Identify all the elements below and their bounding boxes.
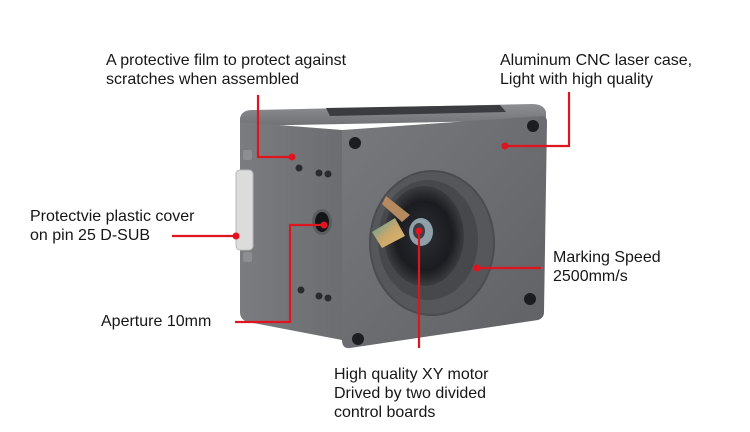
callout-aluminum-case: Aluminum CNC laser case, Light with high… bbox=[500, 51, 692, 89]
leader-aperture bbox=[235, 223, 324, 324]
callout-line: on pin 25 D-SUB bbox=[30, 227, 151, 244]
callout-aperture: Aperture 10mm bbox=[101, 312, 211, 331]
leader-case bbox=[505, 92, 571, 148]
callout-line: 2500mm/s bbox=[553, 268, 628, 285]
leader-lines bbox=[172, 92, 571, 348]
callout-line: control boards bbox=[334, 404, 436, 421]
callout-line: Marking Speed bbox=[553, 249, 661, 266]
leader-film bbox=[256, 95, 292, 159]
callout-plastic-cover: Protectvie plastic cover on pin 25 D-SUB bbox=[30, 207, 195, 245]
dot-aperture bbox=[320, 221, 328, 229]
dot-film bbox=[288, 153, 296, 161]
callout-protective-film: A protective film to protect against scr… bbox=[106, 51, 346, 89]
callout-line: Aperture 10mm bbox=[101, 313, 212, 330]
dot-motor bbox=[415, 227, 423, 235]
dot-speed bbox=[473, 264, 481, 272]
callout-line: Protectvie plastic cover bbox=[30, 208, 195, 225]
callout-line: Drived by two divided bbox=[334, 385, 487, 402]
leader-dots bbox=[232, 142, 509, 272]
case-top bbox=[240, 104, 546, 126]
case-front bbox=[342, 116, 547, 349]
dot-case bbox=[501, 142, 509, 150]
callout-line: Light with high quality bbox=[500, 71, 653, 88]
callout-line: A protective film to protect against bbox=[106, 52, 347, 69]
callout-line: High quality XY motor bbox=[334, 366, 489, 383]
callout-line: scratches when assembled bbox=[106, 71, 299, 88]
dot-cover bbox=[232, 232, 240, 240]
callout-xy-motor: High quality XY motor Drived by two divi… bbox=[334, 365, 488, 422]
callout-line: Aluminum CNC laser case, bbox=[500, 52, 693, 69]
dsub-plastic-cover bbox=[235, 150, 254, 262]
callout-marking-speed: Marking Speed 2500mm/s bbox=[553, 248, 661, 286]
